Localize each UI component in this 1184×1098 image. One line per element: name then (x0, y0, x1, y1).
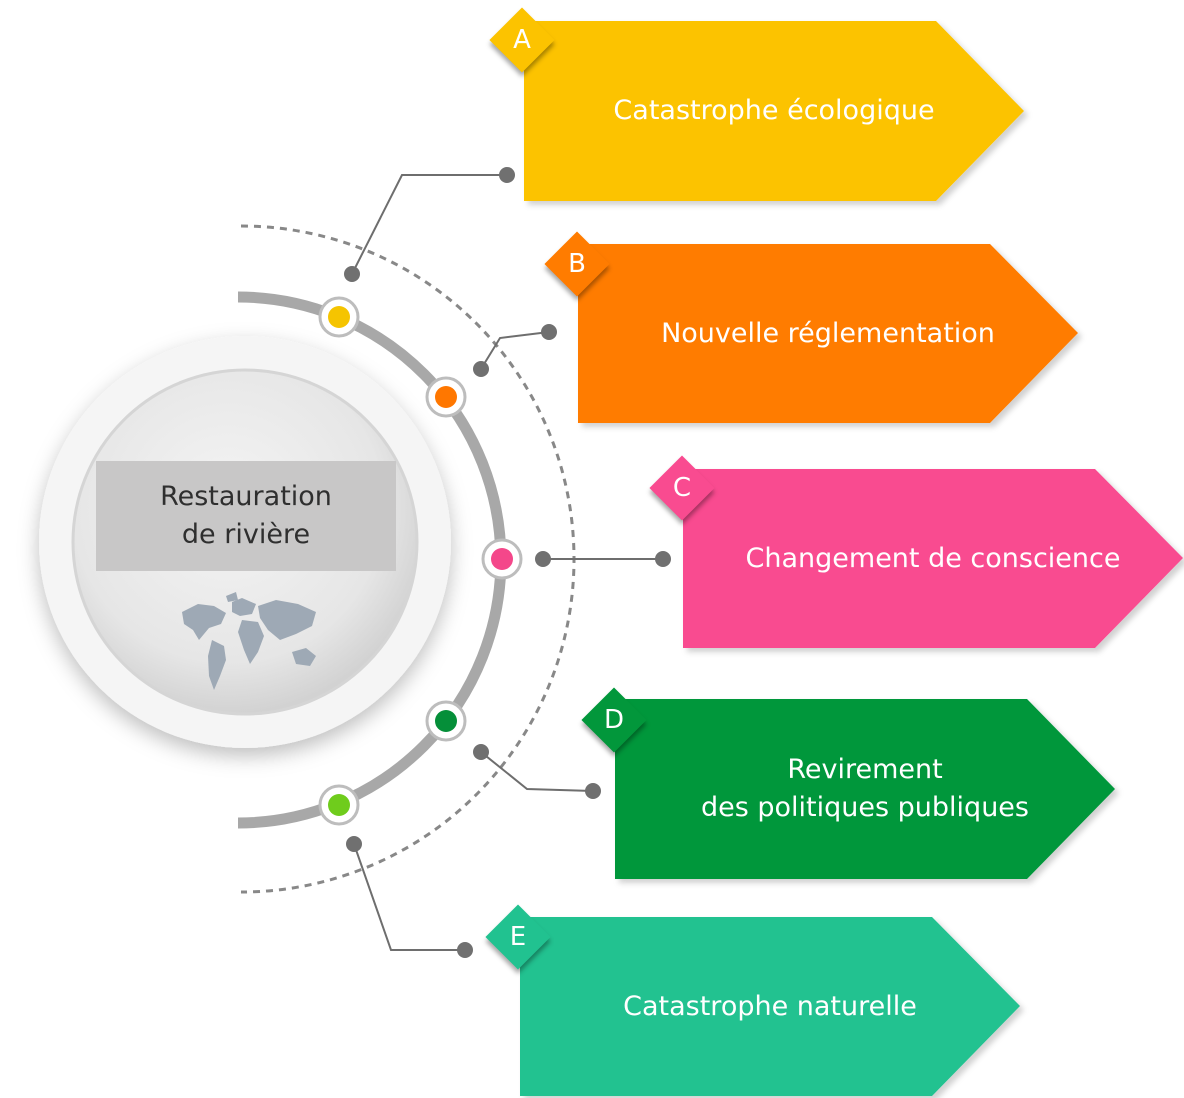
node-d (425, 700, 467, 742)
connector-a (351, 174, 507, 275)
arrow-e-text: Catastrophe naturelle (623, 990, 917, 1022)
arrow-c-label: Changement de conscience (683, 469, 1183, 648)
badge-d: D (581, 687, 647, 753)
node-c (481, 538, 523, 580)
arrow-a-text: Catastrophe écologique (613, 95, 935, 126)
arrow-c-shape (683, 469, 1183, 648)
arrow-b-label: Nouvelle réglementation (578, 244, 1078, 423)
node-c-dot (491, 548, 513, 570)
arrows (520, 21, 1183, 1096)
connector-d-start-dot (473, 744, 489, 760)
node-e-dot (328, 794, 350, 816)
connector-a-start-dot (344, 266, 360, 282)
arrow-d-label: Revirement des politiques publiques (615, 699, 1115, 879)
connector-c-start-dot (535, 551, 551, 567)
arrow-b-text: Nouvelle réglementation (661, 317, 995, 349)
badge-a-letter: A (513, 25, 531, 55)
arrow-e-label: Catastrophe naturelle (520, 917, 1020, 1096)
node-a-dot (328, 306, 350, 328)
node-a (318, 296, 360, 338)
badge-a: A (489, 7, 555, 73)
connector-b-end-dot (541, 324, 557, 340)
connector-a-end-dot (499, 167, 515, 183)
arrow-b-shape (578, 244, 1078, 423)
arrow-a-label: Catastrophe écologique (524, 21, 1024, 201)
connector-endpoints (344, 167, 671, 958)
badge-b-letter: B (568, 249, 586, 279)
center-title-box: Restauration de rivière (96, 461, 396, 571)
connectors (351, 174, 663, 951)
arc-nodes (318, 296, 523, 826)
node-b (425, 376, 467, 418)
connector-c-end-dot (655, 551, 671, 567)
badge-c: C (649, 455, 715, 521)
connector-b (480, 331, 550, 370)
center-title-line-1: Restauration (160, 481, 332, 512)
badge-c-letter: C (672, 473, 692, 503)
world-map-icon (182, 592, 316, 690)
connector-d-end-dot (585, 783, 601, 799)
connector-e-end-dot (457, 942, 473, 958)
badge-d-letter: D (603, 705, 625, 735)
arrow-d-text-line-1: Revirement (787, 754, 943, 785)
node-e (318, 784, 360, 826)
badge-e: E (485, 904, 551, 970)
arrow-a-shape (524, 21, 1024, 201)
connector-b-start-dot (473, 361, 489, 377)
connector-e (353, 843, 465, 951)
node-d-dot (435, 710, 457, 732)
arrow-d-shape (615, 699, 1115, 879)
badge-b: B (544, 231, 610, 297)
badge-e-letter: E (509, 922, 527, 952)
arrow-d-text-line-2: des politiques publiques (701, 792, 1029, 823)
node-b-dot (435, 386, 457, 408)
center-title-line-2: de rivière (181, 519, 311, 550)
connector-e-start-dot (346, 836, 362, 852)
arrow-c-text: Changement de conscience (745, 542, 1121, 574)
connector-d (480, 751, 594, 792)
arrow-e-shape (520, 917, 1020, 1096)
